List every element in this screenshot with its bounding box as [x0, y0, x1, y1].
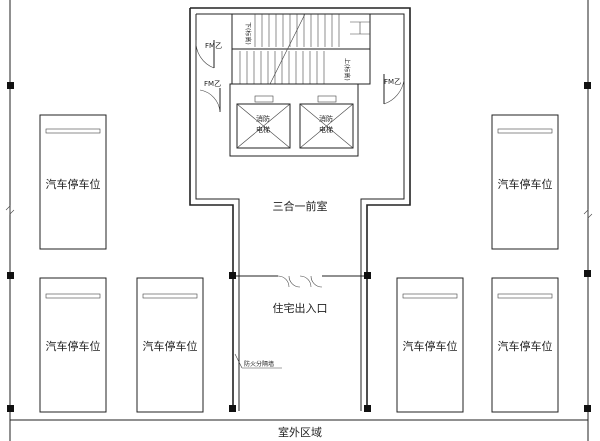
column-marker [584, 270, 591, 277]
parking-space-lower-4 [491, 277, 559, 413]
parking-label: 汽车停车位 [498, 339, 553, 353]
elevator-left-label-bottom: 电梯 [256, 125, 270, 134]
column-marker [229, 405, 236, 412]
column-marker [7, 405, 14, 412]
parking-space-upper-left [39, 114, 107, 250]
stair-direction-arrow [350, 21, 370, 35]
stair-up-label: 上(标高) [343, 58, 351, 81]
column-marker [584, 82, 591, 89]
parking-space-upper-right [491, 114, 559, 250]
parking-label: 汽车停车位 [403, 339, 458, 353]
stair-break-line [269, 13, 306, 85]
core-inner-wall [195, 14, 240, 411]
column-marker [7, 272, 14, 279]
fire-door-right [383, 74, 405, 105]
left-break-symbol [5, 205, 15, 215]
column-marker [364, 405, 371, 412]
entrance-door-swings [277, 275, 323, 288]
parking-space-lower-1 [39, 277, 107, 413]
parking-label: 汽车停车位 [46, 177, 101, 191]
parking-space-lower-3 [396, 277, 464, 413]
entrance-label: 住宅出入口 [273, 301, 328, 315]
elevator-left-label-top: 消防 [256, 114, 270, 123]
column-marker [7, 82, 14, 89]
parking-label: 汽车停车位 [143, 339, 198, 353]
door-tag-upper-left: FM乙 [205, 42, 222, 50]
door-tag-right: FM乙 [384, 78, 401, 86]
firewall-label: 防火分隔墙 [244, 360, 274, 368]
elevator-right-label-bottom: 电梯 [319, 125, 333, 134]
outdoor-label: 室外区域 [278, 425, 322, 439]
parking-space-lower-2 [136, 277, 204, 413]
core-outer-wall [189, 8, 234, 411]
fire-door-upper-left [195, 39, 215, 69]
fire-elevator-right [299, 95, 354, 149]
right-break-symbol [583, 209, 593, 219]
parking-label: 汽车停车位 [46, 339, 101, 353]
entrance-post-left [229, 272, 236, 279]
elevator-shaft [229, 83, 359, 157]
fire-elevator-left [236, 95, 291, 149]
parking-label: 汽车停车位 [498, 177, 553, 191]
fire-door-lower-left [199, 88, 221, 113]
column-marker [584, 405, 591, 412]
entrance-post-right [364, 272, 371, 279]
stair-down-label: 下(标高) [244, 22, 252, 45]
stair-treads-lower [239, 51, 325, 84]
elevator-right-label-top: 消防 [319, 114, 333, 123]
door-tag-lower-left: FM乙 [204, 80, 221, 88]
firewall-leader [234, 353, 243, 369]
lobby-label: 三合一前室 [273, 199, 328, 213]
stair-treads-upper [254, 14, 340, 47]
